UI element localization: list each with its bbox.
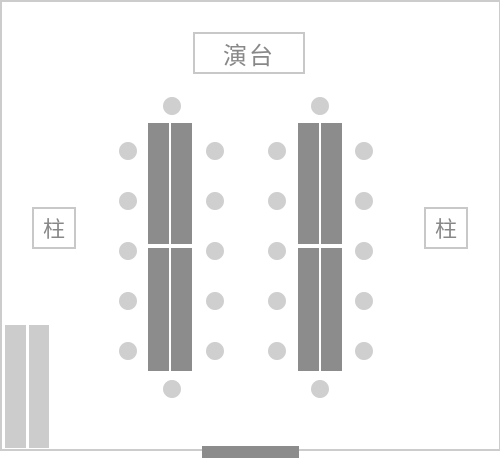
chair (268, 192, 286, 210)
chair (355, 342, 373, 360)
table-right-top-right (321, 123, 342, 244)
pillar-right-label: 柱 (424, 207, 468, 249)
chair (119, 142, 137, 160)
chair (206, 342, 224, 360)
table-right-bottom-right (321, 248, 342, 371)
table-right-top-left (298, 123, 319, 244)
chair (206, 142, 224, 160)
chair (268, 142, 286, 160)
table-left-top-right (171, 123, 192, 244)
chair (268, 292, 286, 310)
chair (268, 242, 286, 260)
table-left-bottom-left (148, 248, 169, 371)
shelf-right (29, 325, 49, 448)
chair (355, 142, 373, 160)
chair (119, 192, 137, 210)
shelf-left (5, 325, 26, 448)
chair (163, 380, 181, 398)
table-right-bottom-left (298, 248, 319, 371)
table-left-top-left (148, 123, 169, 244)
pillar-left-label: 柱 (32, 207, 76, 249)
chair (206, 242, 224, 260)
entrance-door (202, 446, 299, 458)
chair (206, 192, 224, 210)
chair (355, 242, 373, 260)
chair (206, 292, 224, 310)
chair (119, 292, 137, 310)
chair (311, 380, 329, 398)
chair (119, 242, 137, 260)
chair (119, 342, 137, 360)
chair (355, 292, 373, 310)
stage-label: 演台 (193, 32, 305, 74)
chair (311, 97, 329, 115)
table-left-bottom-right (171, 248, 192, 371)
chair (355, 192, 373, 210)
chair (268, 342, 286, 360)
chair (163, 97, 181, 115)
